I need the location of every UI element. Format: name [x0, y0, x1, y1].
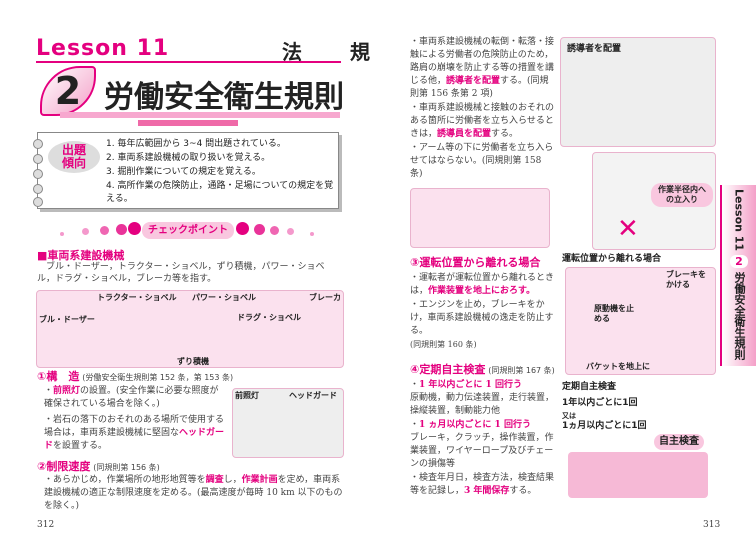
excavator-illustration: ブレーキをかける 原動機を止める バケットを地上に — [565, 267, 716, 375]
leave-heading: ③運転位置から離れる場合 — [410, 256, 541, 269]
inspection-yearly: ・1 年以内ごとに 1 回行う原動機，動力伝達装置，走行装置，操縦装置，制動能力… — [410, 380, 555, 416]
section-text: ブル・ドーザー，トラクター・ショベル，ずり積機，パワー・ショベル，ドラグ・ショベ… — [37, 262, 325, 284]
chapter-number: 2 — [40, 66, 96, 116]
structure-heading: ①構 造 — [37, 370, 80, 383]
crane-illustration: 作業半径内への立入り ✕ — [592, 152, 716, 250]
right-bullet-2: ・車両系建設機械と接触のおそれのある箇所に労働者を立ち入らせるときは，誘導員を配… — [410, 103, 555, 139]
checkpoint-heading: チェックポイント — [142, 222, 234, 239]
page-number-right: 313 — [703, 520, 721, 530]
chapter-side-tab: Lesson 11 2 労働安全衛生規則 — [720, 185, 756, 367]
decor-bar — [60, 112, 340, 118]
tab-title: 労働安全衛生規則 — [733, 272, 746, 361]
trend-item: 2. 車両系建設機械の取り扱いを覚える。 — [106, 153, 271, 163]
excavator-title: 運転位置から離れる場合 — [562, 254, 662, 264]
right-bullet-3: ・アーム等の下に労働者を立ち入らせてはならない。(同規則第 158 条) — [410, 143, 554, 179]
speed-bullet: ・あらかじめ，作業場所の地形地質等を調査し，作業計画を定め，車両系建設機械の適正… — [44, 475, 343, 511]
speed-heading: ②制限速度 — [37, 460, 91, 473]
leave-bullet-2: ・エンジンを止め，ブレーキをかけ，車両系建設機械の逸走を防止する。(同規則第 1… — [410, 300, 554, 349]
inspection-monthly: ・1 ヵ月以内ごとに 1 回行うブレーキ，クラッチ，操作装置，作業装置，ワイヤー… — [410, 420, 554, 469]
structure-bullet-2: ・岩石の落下のおそれのある場所で使用する場合は，車両系建設機械に堅固なヘッドガー… — [44, 415, 225, 451]
section-heading: ■車両系建設機械 — [37, 249, 125, 262]
right-text-column: ・車両系建設機械の転倒・転落・接触による労働者の危険防止のため，路肩の崩壊を防止… — [410, 36, 555, 499]
machines-illustration: ブル・ドーザー トラクター・ショベル ずり積機 パワー・ショベル ドラグ・ショベ… — [36, 290, 344, 368]
inspection-heading: ④定期自主検査 — [410, 363, 486, 376]
inspection-records: ・検査年月日，検査方法，検査結果等を記録し，3 年間保存する。 — [410, 473, 555, 496]
leave-heading-row: ③運転位置から離れる場合 — [410, 256, 555, 271]
inspection-heading-row: ④定期自主検査 (同規則第 167 条) — [410, 363, 555, 376]
structure-bullet-1: ・前照灯の設置。(安全作業に必要な照度が確保されている場合を除く。) — [44, 386, 219, 409]
guide-worker-illustration: 誘導者を配置 — [560, 37, 716, 147]
trends-badge: 出題傾向 — [48, 141, 100, 173]
page-title: 労働安全衛生規則 — [104, 80, 344, 115]
divider — [36, 61, 341, 63]
right-bullet-1: ・車両系建設機械の転倒・転落・接触による労働者の危険防止のため，路肩の崩壊を防止… — [410, 37, 555, 99]
tab-number: 2 — [730, 255, 748, 269]
speed-heading-row: ②制限速度 (同規則第 156 条) — [37, 460, 160, 473]
prohibited-x-icon: ✕ — [617, 214, 639, 244]
roller-illustration — [410, 188, 550, 248]
category-label: 法 規 — [282, 40, 384, 64]
inspection-image-title: 定期自主検査 — [562, 382, 617, 392]
trend-item: 3. 掘削作業についての規定を覚える。 — [106, 167, 261, 177]
structure-heading-row: ①構 造 (労働安全衛生規則第 152 条，第 153 条) — [37, 370, 234, 383]
trend-item: 1. 毎年広範囲から 3~4 問出題されている。 — [106, 139, 286, 149]
trend-item: 4. 高所作業の危険防止，通路・足場についての規定を覚える。 — [106, 181, 334, 204]
inspection-dozer-illustration: 1年以内ごとに1回 又は 1ヵ月以内ごとに1回 自主検査 — [560, 396, 716, 500]
tab-lesson: Lesson 11 — [732, 189, 746, 252]
dozer-headguard-illustration: 前照灯 ヘッドガード — [232, 388, 344, 458]
leave-bullet-1: ・運転者が運転位置から離れるときは，作業装置を地上におろす。 — [410, 273, 555, 296]
lesson-label: Lesson 11 — [36, 36, 170, 61]
decor-bar — [138, 120, 238, 126]
exam-trends-box: 出題傾向 1. 毎年広範囲から 3~4 問出題されている。 2. 車両系建設機械… — [33, 132, 339, 209]
page-number-left: 312 — [37, 520, 55, 530]
